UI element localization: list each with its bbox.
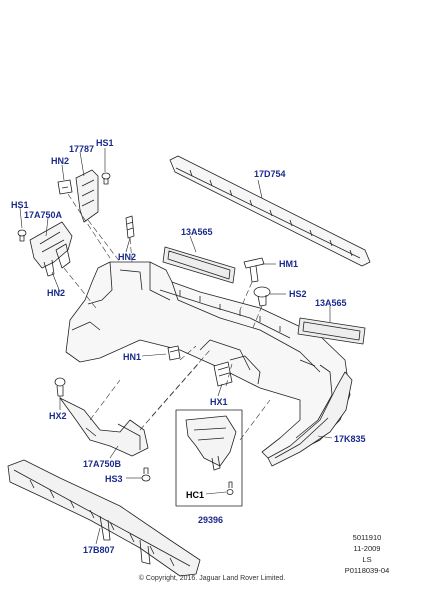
callout-13a565-top: 13A565 xyxy=(181,227,213,237)
energy-absorber-17b807 xyxy=(7,459,201,577)
callout-hx2: HX2 xyxy=(49,411,67,421)
callout-17787: 17787 xyxy=(69,144,95,154)
callout-hc1: HC1 xyxy=(186,490,205,500)
bracket-17a750b xyxy=(59,397,149,457)
reinforcement-strip-17d754 xyxy=(169,155,371,267)
clip-hx2 xyxy=(54,377,66,397)
callout-17a750b: 17A750B xyxy=(83,459,122,469)
callout-hn2-top: HN2 xyxy=(51,156,70,166)
callout-hs1-top: HS1 xyxy=(96,138,114,148)
clip-hn1 xyxy=(167,345,181,361)
side-trim-17k835 xyxy=(267,371,353,467)
callout-hs1-left: HS1 xyxy=(11,200,29,210)
callout-hn2-mid: HN2 xyxy=(118,252,137,262)
callout-hs2: HS2 xyxy=(289,289,307,299)
callout-hs3: HS3 xyxy=(105,474,123,484)
leader-lines xyxy=(19,148,333,545)
stud-hn2-mid xyxy=(125,215,135,239)
callout-hn2-left: HN2 xyxy=(47,288,66,298)
clip-hm1 xyxy=(243,257,265,283)
clip-hn2-top xyxy=(57,179,73,195)
callout-17a750a: 17A750A xyxy=(24,210,63,220)
screw-hs1-left xyxy=(17,229,27,242)
callout-29396: 29396 xyxy=(198,515,224,525)
copyright-notice: © Copyright, 2016. Jaguar Land Rover Lim… xyxy=(138,575,286,582)
callout-17d754: 17D754 xyxy=(254,169,286,179)
screw-hs3 xyxy=(141,467,151,482)
clip-hx1 xyxy=(213,361,233,387)
reflector-13a565-left xyxy=(162,246,236,284)
reference-date: 11-2009 xyxy=(353,544,381,553)
callout-hm1: HM1 xyxy=(279,259,299,269)
reference-code: LS xyxy=(362,555,372,564)
reference-part: P0118039-04 xyxy=(344,566,390,575)
callout-13a565-right: 13A565 xyxy=(315,298,347,308)
bumper-cover xyxy=(65,261,351,461)
screw-hs1-top xyxy=(101,172,111,185)
reflector-13a565-right xyxy=(297,317,366,345)
inset-box-29396 xyxy=(175,409,243,507)
screw-hs2 xyxy=(253,286,271,307)
bracket-17787 xyxy=(75,169,99,223)
assembly-dash-lines xyxy=(63,193,271,441)
callout-hn1: HN1 xyxy=(123,352,142,362)
callout-17b807: 17B807 xyxy=(83,545,115,555)
callout-17k835: 17K835 xyxy=(334,434,366,444)
callout-hx1: HX1 xyxy=(210,397,228,407)
bracket-17a750a xyxy=(29,221,73,277)
reference-number: 5011910 xyxy=(352,533,382,542)
